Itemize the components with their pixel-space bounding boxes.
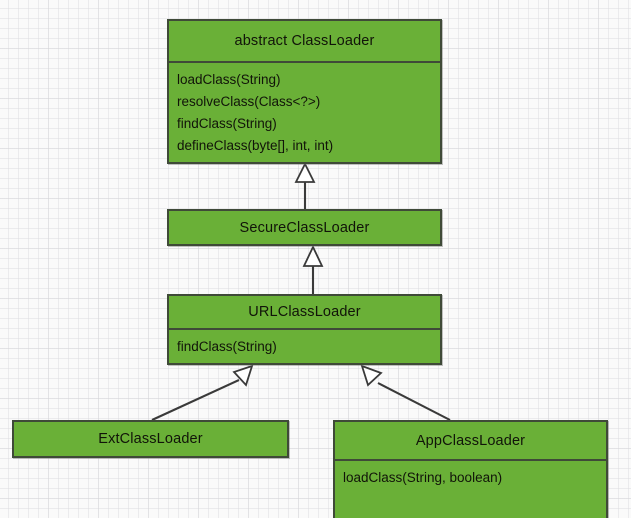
member-row: defineClass(byte[], int, int) (177, 137, 334, 153)
class-title-appclassloader: AppClassLoader (415, 432, 526, 449)
member-row: findClass(String) (177, 339, 277, 354)
class-members-appclassloader: loadClass(String, boolean) (335, 461, 606, 518)
class-box-appclassloader[interactable]: AppClassLoader loadClass(String, boolean… (333, 420, 608, 518)
class-box-classloader[interactable]: abstract ClassLoader loadClass(String) r… (167, 19, 442, 164)
class-members-classloader: loadClass(String) resolveClass(Class<?>)… (169, 63, 440, 164)
edge-urlclassloader-to-secureclassloader (302, 244, 324, 294)
class-title-secureclassloader: SecureClassLoader (239, 219, 370, 236)
class-title-classloader: abstract ClassLoader (234, 33, 375, 49)
edge-extclassloader-to-urlclassloader (151, 364, 254, 421)
edge-secureclassloader-to-classloader (294, 161, 316, 209)
member-row: resolveClass(Class<?>) (177, 93, 321, 109)
class-members-urlclassloader: findClass(String) (169, 330, 440, 365)
class-title-extclassloader: ExtClassLoader (98, 431, 203, 447)
class-title-urlclassloader: URLClassLoader (248, 304, 361, 320)
class-box-secureclassloader[interactable]: SecureClassLoader (167, 209, 442, 246)
edge-appclassloader-to-urlclassloader (360, 364, 451, 421)
member-row: findClass(String) (177, 115, 277, 131)
class-box-extclassloader[interactable]: ExtClassLoader (12, 420, 289, 458)
class-box-urlclassloader[interactable]: URLClassLoader findClass(String) (167, 294, 442, 365)
class-divider (335, 459, 606, 461)
member-row: loadClass(String, boolean) (343, 470, 503, 485)
member-row: loadClass(String) (177, 72, 281, 87)
class-divider (169, 328, 440, 330)
class-divider (169, 61, 440, 63)
